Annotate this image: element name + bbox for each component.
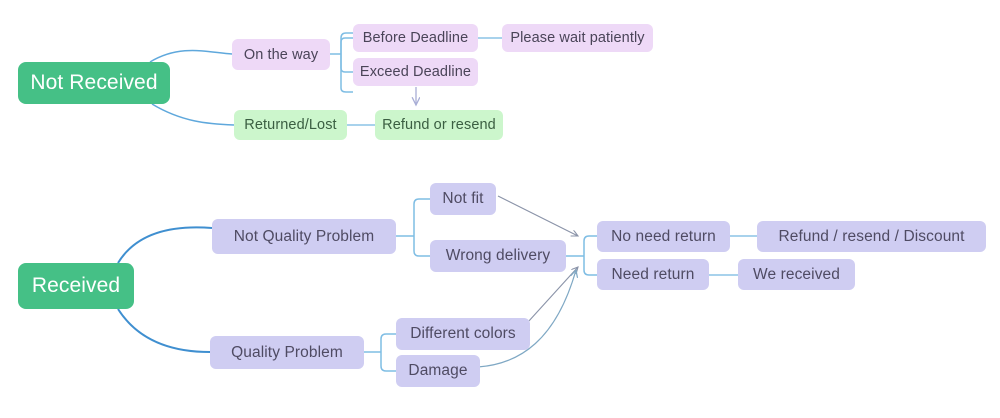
- node-need-return-label: Need return: [611, 265, 695, 283]
- node-on-the-way[interactable]: On the way: [232, 39, 330, 70]
- node-refund-resend-discount[interactable]: Refund / resend / Discount: [757, 221, 986, 252]
- edge-on-the-way-to-before-deadline: [340, 37, 353, 54]
- node-no-need-return[interactable]: No need return: [597, 221, 730, 252]
- node-exceed-deadline[interactable]: Exceed Deadline: [353, 58, 478, 86]
- node-not-quality-problem[interactable]: Not Quality Problem: [212, 219, 396, 254]
- node-returned-lost[interactable]: Returned/Lost: [234, 110, 347, 140]
- node-refund-resend-discount-label: Refund / resend / Discount: [778, 227, 965, 245]
- node-refund-or-resend[interactable]: Refund or resend: [375, 110, 503, 140]
- node-quality-problem[interactable]: Quality Problem: [210, 336, 364, 369]
- node-not-received[interactable]: Not Received: [18, 62, 170, 104]
- node-need-return[interactable]: Need return: [597, 259, 709, 290]
- node-damage-label: Damage: [408, 362, 468, 379]
- node-we-received-label: We received: [753, 265, 840, 283]
- node-on-the-way-label: On the way: [243, 46, 319, 63]
- edge-quality-problem-to-damage: [380, 352, 396, 372]
- node-please-wait-patiently-label: Please wait patiently: [510, 30, 645, 46]
- node-not-received-label: Not Received: [30, 71, 158, 94]
- node-refund-or-resend-label: Refund or resend: [382, 117, 496, 133]
- node-not-quality-problem-label: Not Quality Problem: [233, 227, 375, 245]
- edge-not-quality-problem-to-not-fit: [413, 198, 430, 236]
- node-not-fit-label: Not fit: [442, 190, 484, 207]
- node-exceed-deadline-label: Exceed Deadline: [359, 64, 472, 80]
- node-before-deadline[interactable]: Before Deadline: [353, 24, 478, 52]
- node-quality-problem-label: Quality Problem: [231, 343, 343, 361]
- edge-received-to-quality-problem: [117, 308, 211, 353]
- edge-different-colors-to-need-return: [527, 267, 578, 323]
- edge-quality-problem-to-different-colors: [380, 333, 396, 352]
- node-returned-lost-label: Returned/Lost: [244, 117, 337, 133]
- edge-received-to-not-quality-problem: [117, 226, 213, 264]
- edge-wrong-delivery-to-no-need-return: [583, 235, 597, 256]
- node-received[interactable]: Received: [18, 263, 134, 309]
- node-damage[interactable]: Damage: [396, 355, 480, 387]
- node-not-fit[interactable]: Not fit: [430, 183, 496, 215]
- edge-on-the-way-to-exceed-deadline: [340, 54, 353, 73]
- node-wrong-delivery-label: Wrong delivery: [445, 247, 551, 264]
- node-different-colors[interactable]: Different colors: [396, 318, 530, 350]
- edge-not-received-to-returned-lost: [151, 103, 235, 126]
- edge-not-quality-problem-to-wrong-delivery: [413, 236, 430, 257]
- edge-wrong-delivery-to-need-return: [583, 256, 597, 276]
- node-wrong-delivery[interactable]: Wrong delivery: [430, 240, 566, 272]
- edge-not-fit-to-no-need-return: [497, 195, 578, 236]
- node-please-wait-patiently[interactable]: Please wait patiently: [502, 24, 653, 52]
- node-different-colors-label: Different colors: [410, 325, 516, 342]
- node-we-received[interactable]: We received: [738, 259, 855, 290]
- node-received-label: Received: [31, 274, 121, 297]
- edge-not-received-to-on-the-way: [149, 49, 233, 63]
- edge-on-the-way-bracket: [330, 32, 353, 93]
- node-no-need-return-label: No need return: [611, 227, 716, 245]
- node-before-deadline-label: Before Deadline: [362, 30, 469, 46]
